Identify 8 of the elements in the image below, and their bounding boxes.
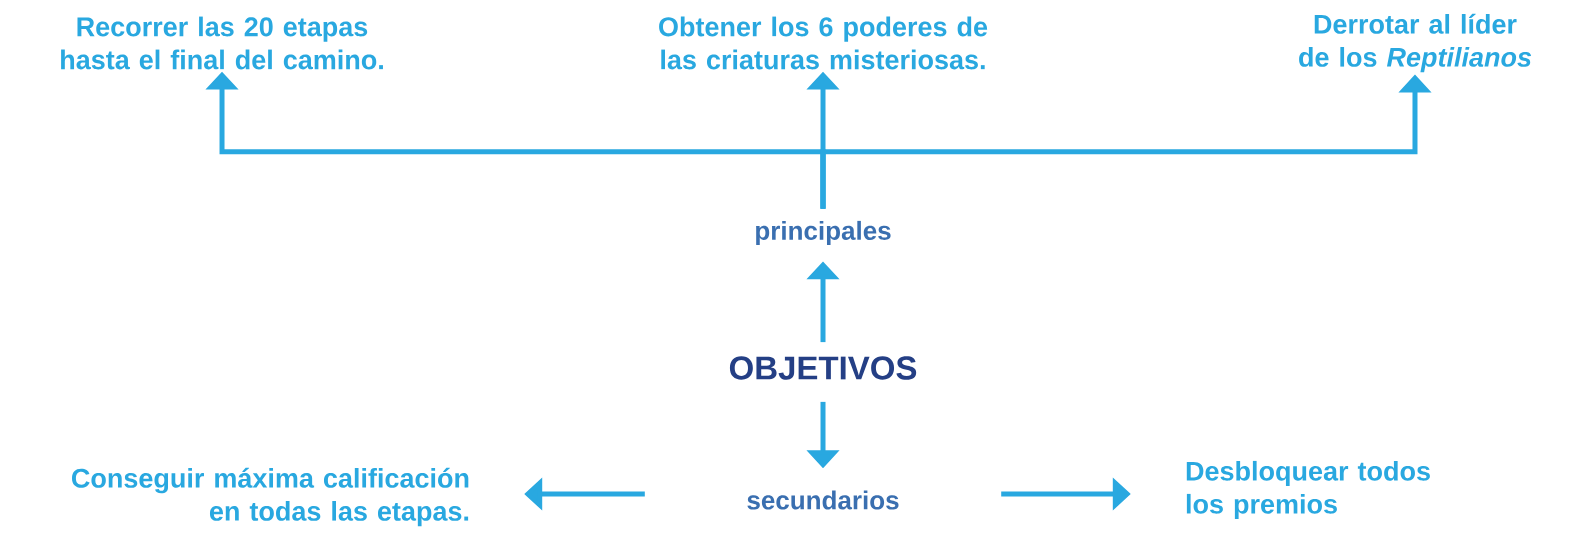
goal-text: Derrotar al líder de los Reptilianos (1299, 13, 1532, 73)
goal-text: Obtener los 6 poderes de las criaturas misteriosas. (659, 16, 988, 70)
goal-text: Desbloquear todos los premios (1186, 460, 1430, 520)
goal-text: Recorrer las 20 etapas hasta el final del camino. (61, 16, 383, 70)
category-label: principales (756, 220, 891, 246)
main-title: OBJETIVOS (729, 356, 917, 380)
goal-text: Conseguir máxima calificación en todas las etapas. (72, 467, 469, 527)
category-label: secundarios (747, 490, 899, 510)
